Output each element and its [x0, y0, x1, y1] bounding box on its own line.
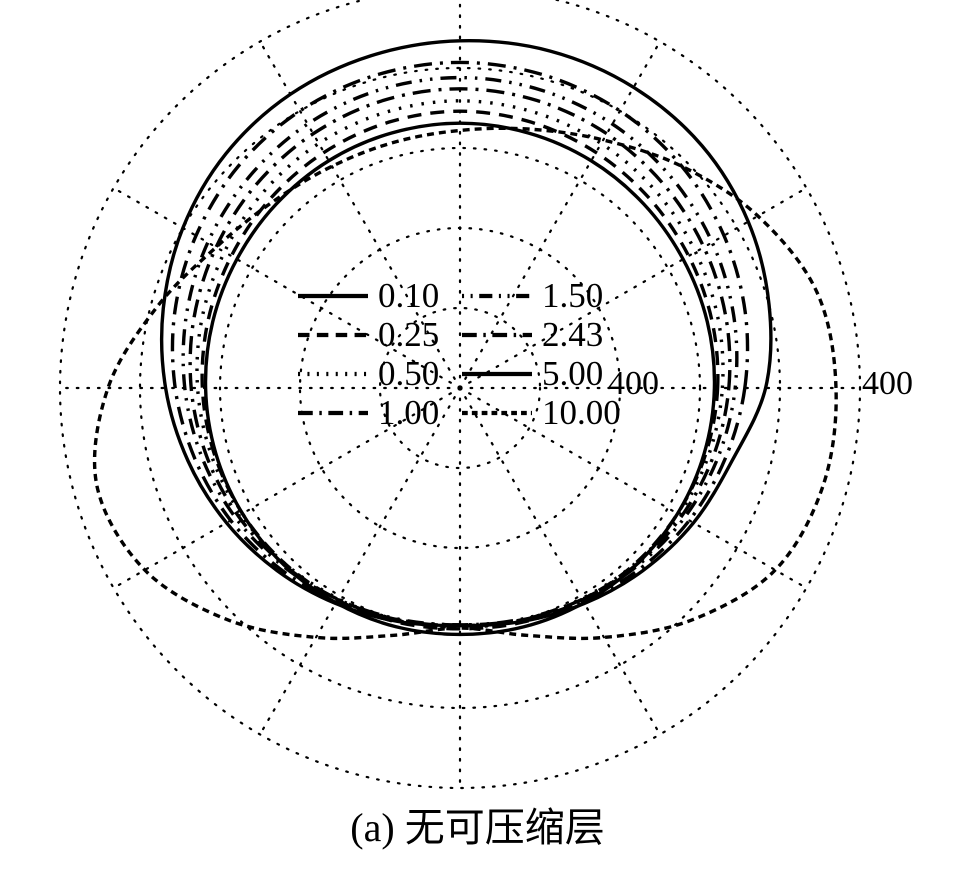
legend-line-sample [296, 325, 370, 345]
legend: 0.10 1.50 0.25 2.43 0.50 5.00 1.00 10.00 [296, 276, 626, 432]
figure-caption: (a) 无可压缩层 [350, 805, 605, 850]
legend-entry[interactable]: 0.50 [296, 354, 448, 393]
legend-line-sample [296, 403, 370, 423]
legend-line-sample [460, 325, 534, 345]
polar-series-layer [92, 38, 838, 641]
grid-circle [218, 146, 702, 630]
radial-tick-label-inner: 400 [608, 365, 659, 402]
radial-tick-label-outer: 400 [862, 365, 913, 402]
legend-line-sample [296, 286, 370, 306]
series-curve [200, 109, 720, 631]
grid-circle [59, 0, 861, 789]
legend-label: 2.43 [542, 315, 604, 354]
series-curve [159, 38, 773, 628]
legend-entry[interactable]: 0.10 [296, 276, 448, 315]
legend-entry[interactable]: 5.00 [460, 354, 612, 393]
legend-label: 10.00 [542, 393, 621, 432]
legend-entry[interactable]: 1.00 [296, 393, 448, 432]
legend-label: 1.50 [542, 276, 604, 315]
legend-line-sample [460, 403, 534, 423]
grid-spoke [458, 386, 662, 736]
legend-label: 0.25 [378, 315, 440, 354]
legend-line-sample [296, 364, 370, 384]
grid-circle [378, 306, 542, 470]
series-curve [92, 126, 838, 641]
legend-line-sample [460, 286, 534, 306]
legend-label: 0.50 [378, 354, 440, 393]
polar-plot-canvas [58, 0, 862, 790]
legend-entry[interactable]: 10.00 [460, 393, 621, 432]
grid-spoke [258, 386, 462, 736]
polar-grid [58, 0, 862, 790]
legend-entry[interactable]: 0.25 [296, 315, 448, 354]
legend-label: 5.00 [542, 354, 604, 393]
legend-label: 0.10 [378, 276, 440, 315]
legend-label: 1.00 [378, 393, 440, 432]
legend-entry[interactable]: 1.50 [460, 276, 612, 315]
series-curve [188, 87, 732, 628]
legend-entry[interactable]: 2.43 [460, 315, 612, 354]
series-curve [181, 75, 739, 627]
legend-line-sample [460, 364, 534, 384]
series-curve [195, 99, 725, 629]
